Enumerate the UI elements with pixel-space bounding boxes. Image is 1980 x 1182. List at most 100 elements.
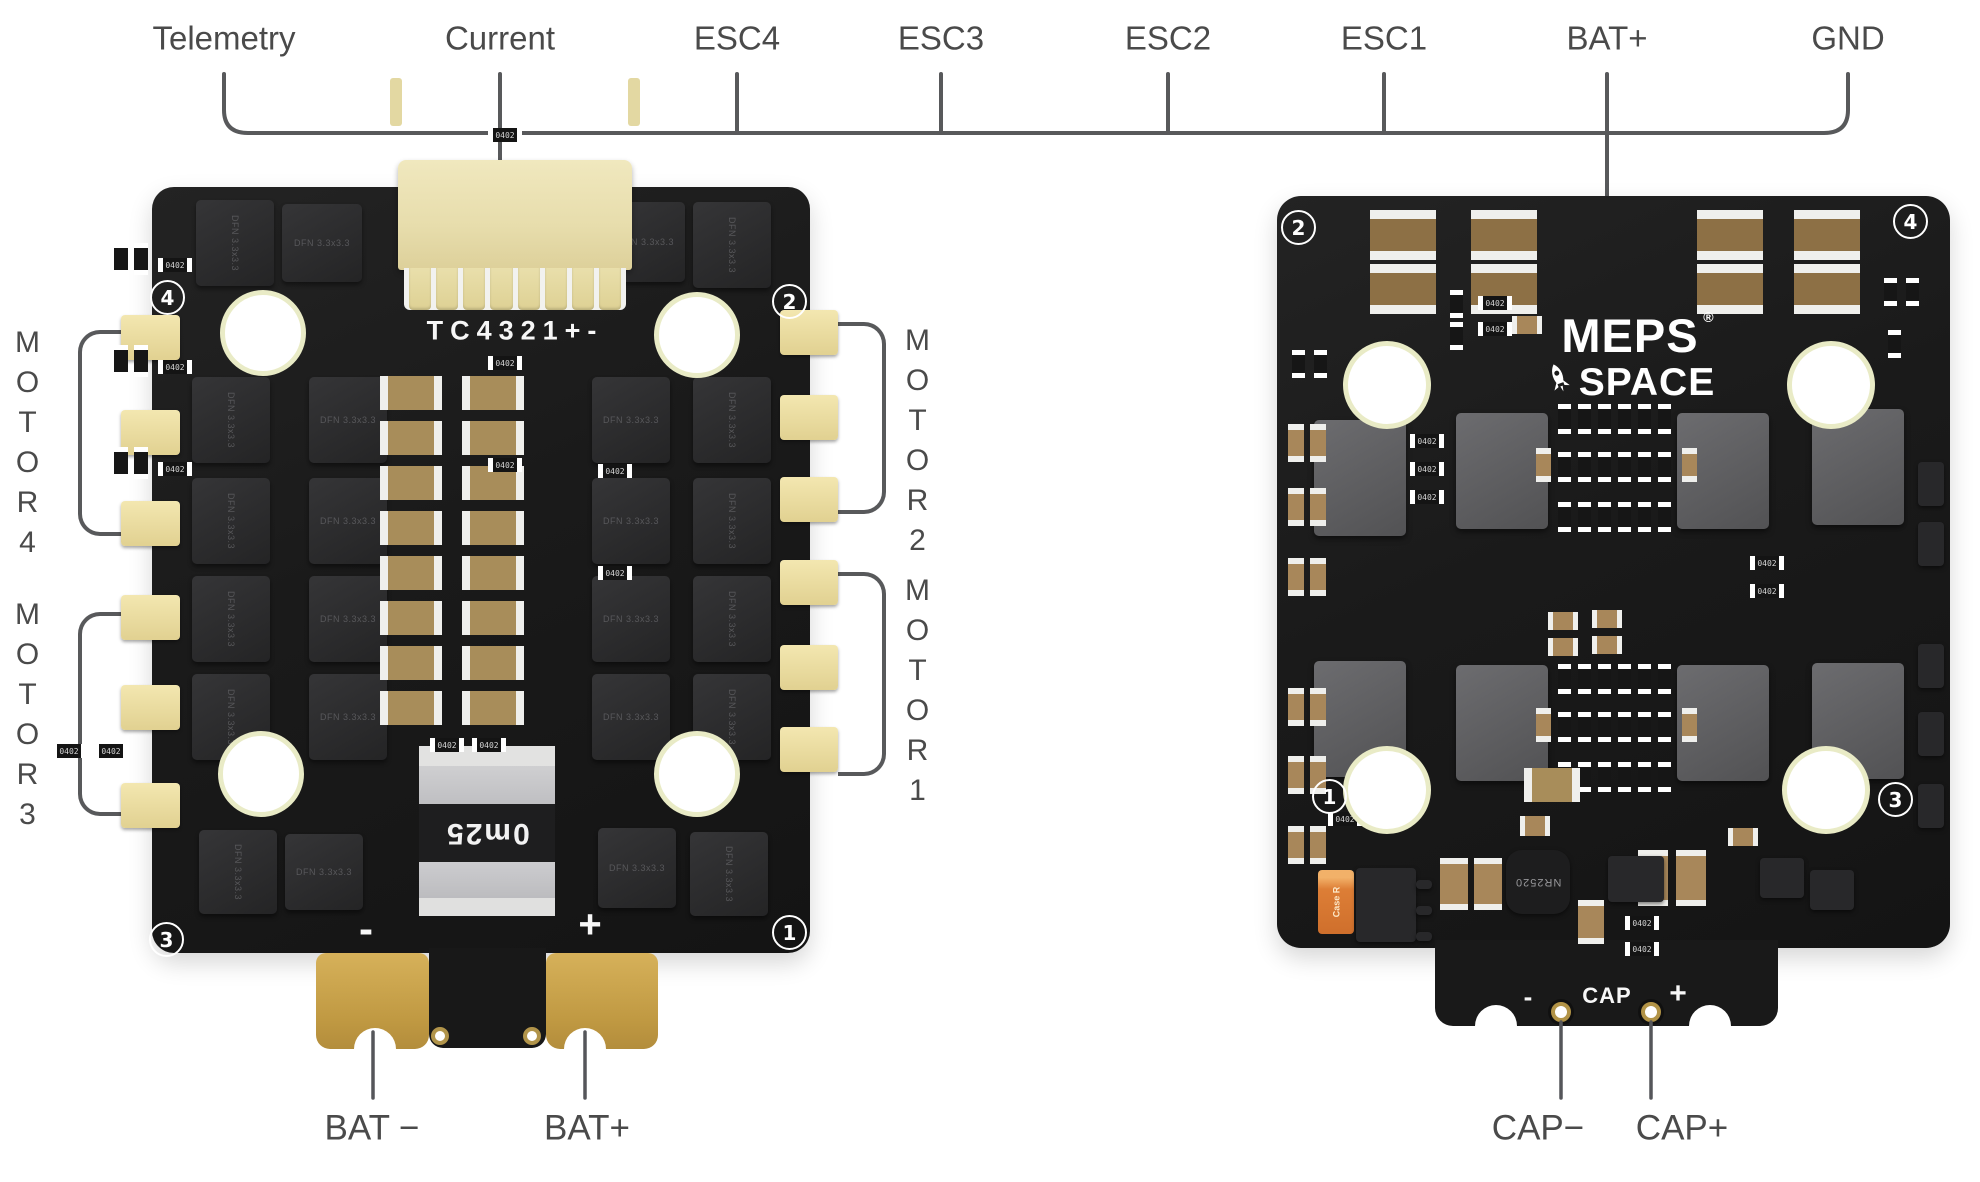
power-capacitor: [1794, 264, 1860, 314]
mosfet-chip: DFN 3.3x3.3: [693, 377, 771, 463]
smd-capacitor: [1682, 708, 1697, 742]
connector-pin: [463, 268, 486, 310]
filter-capacitor: [380, 556, 442, 590]
connector-pin: [571, 268, 594, 310]
power-capacitor: [1370, 210, 1436, 260]
smd-capacitor: [1592, 610, 1622, 628]
smd-resistor: [1558, 404, 1571, 434]
motor-solder-pad: [780, 395, 838, 440]
mosfet-chip: DFN 3.3x3.3: [592, 478, 670, 564]
motor4-label: MOTOR4: [11, 326, 44, 566]
smd-resistor: [1658, 664, 1671, 694]
connector-pin: [598, 268, 621, 310]
smd-resistor: [1578, 664, 1591, 694]
cap-silk: CAP: [1582, 983, 1632, 1008]
smd-capacitor: [1310, 826, 1326, 864]
filter-capacitor: [380, 466, 442, 500]
filter-capacitor: [380, 646, 442, 680]
mosfet-chip-label: DFN 3.3x3.3: [230, 214, 240, 272]
motor3-label: MOTOR3: [11, 598, 44, 838]
smd-resistor: [1638, 502, 1651, 532]
smd-capacitor: [1578, 900, 1604, 944]
mosfet-chip-label: DFN 3.3x3.3: [319, 614, 377, 624]
mosfet-chip: DFN 3.3x3.3: [693, 576, 771, 662]
brand-name-2: SPACE: [1578, 360, 1716, 404]
motor1-bracket: [838, 572, 886, 776]
smd-resistor: [1888, 330, 1901, 358]
bat-minus-label: BAT −: [324, 1108, 420, 1148]
motor-solder-pad: [121, 501, 180, 546]
smd-resistor: 0402: [52, 744, 86, 758]
mosfet-chip: DFN 3.3x3.3: [592, 377, 670, 463]
bat-plus-label: BAT+: [544, 1108, 630, 1148]
smd-resistor: [1658, 712, 1671, 742]
cap-minus-silk: -: [1523, 981, 1533, 1012]
smd-resistor: 0402: [1750, 556, 1784, 570]
smd-resistor: [134, 447, 148, 479]
connector-pin: [436, 268, 459, 310]
mosfet-chip-label: DFN 3.3x3.3: [233, 843, 243, 901]
cap-plus-label: CAP+: [1635, 1108, 1729, 1148]
smd-resistor: [1578, 404, 1591, 434]
smd-resistor: [1618, 712, 1631, 742]
motor1-label: MOTOR1: [901, 574, 934, 814]
smd-resistor: [1618, 664, 1631, 694]
solder-notch: [1689, 1005, 1731, 1026]
mosfet-chip-label: DFN 3.3x3.3: [226, 590, 236, 648]
mosfet-chip: DFN 3.3x3.3: [309, 478, 387, 564]
smd-resistor: [1638, 712, 1651, 742]
motor-solder-pad: [121, 410, 180, 455]
mosfet-chip-label: DFN 3.3x3.3: [226, 688, 236, 746]
registered-mark: ®: [1703, 309, 1715, 325]
smd-capacitor: [1728, 828, 1758, 846]
sot23-chip: [1810, 870, 1854, 910]
connector-pin: [517, 268, 540, 310]
connector-pin: [490, 268, 513, 310]
mosfet-chip: DFN 3.3x3.3: [309, 576, 387, 662]
smd-capacitor: [1288, 826, 1304, 864]
tantalum-capacitor: Case R: [1318, 870, 1354, 934]
mosfet-chip-label: DFN 3.3x3.3: [293, 238, 351, 248]
smd-resistor: [1618, 404, 1631, 434]
pin-label-gnd: GND: [1811, 19, 1885, 57]
smd-resistor: [114, 243, 128, 275]
smd-capacitor: [1512, 316, 1542, 334]
motor-solder-pad: [121, 685, 180, 730]
smd-resistor: [134, 345, 148, 377]
mosfet-chip-label: DFN 3.3x3.3: [226, 492, 236, 550]
mosfet-chip-label: DFN 3.3x3.3: [602, 516, 660, 526]
smd-capacitor: [1310, 488, 1326, 526]
motor-solder-pad: [780, 727, 838, 772]
connector-latch: [390, 78, 402, 126]
mosfet-chip: DFN 3.3x3.3: [592, 576, 670, 662]
mosfet-chip: DFN 3.3x3.3: [192, 377, 270, 463]
smd-capacitor: [1310, 558, 1326, 596]
smd-resistor: [1658, 404, 1671, 434]
smd-resistor: 0402: [158, 360, 192, 374]
smd-resistor: 0402: [158, 462, 192, 476]
smd-capacitor: [1524, 768, 1580, 802]
smd-capacitor: [1440, 858, 1468, 910]
smd-resistor: [1658, 452, 1671, 482]
mosfet-chip-label: DFN 3.3x3.3: [602, 614, 660, 624]
connector-pin: [409, 268, 432, 310]
solder-notch: [354, 1028, 396, 1049]
motor-solder-pad: [780, 560, 838, 605]
smd-resistor: [1638, 762, 1651, 792]
mosfet-chip-label: DFN 3.3x3.3: [608, 863, 666, 873]
smd-resistor: 0402: [472, 738, 506, 752]
solder-notch: [1475, 1005, 1517, 1026]
smd-resistor: [1658, 762, 1671, 792]
pin-label-current: Current: [444, 19, 556, 57]
smd-resistor: [1314, 350, 1327, 378]
smd-resistor: [1558, 664, 1571, 694]
smd-resistor: [1578, 452, 1591, 482]
pin-label-esc2: ESC2: [1124, 19, 1212, 57]
smd-resistor: 0402: [1410, 434, 1444, 448]
corner-number-2b: 2: [1281, 210, 1316, 245]
edge-component: [1918, 462, 1944, 506]
smd-resistor: [134, 243, 148, 275]
smd-resistor: [1638, 404, 1651, 434]
motor-solder-pad: [121, 315, 180, 360]
corner-number-1b: 1: [1312, 779, 1347, 814]
